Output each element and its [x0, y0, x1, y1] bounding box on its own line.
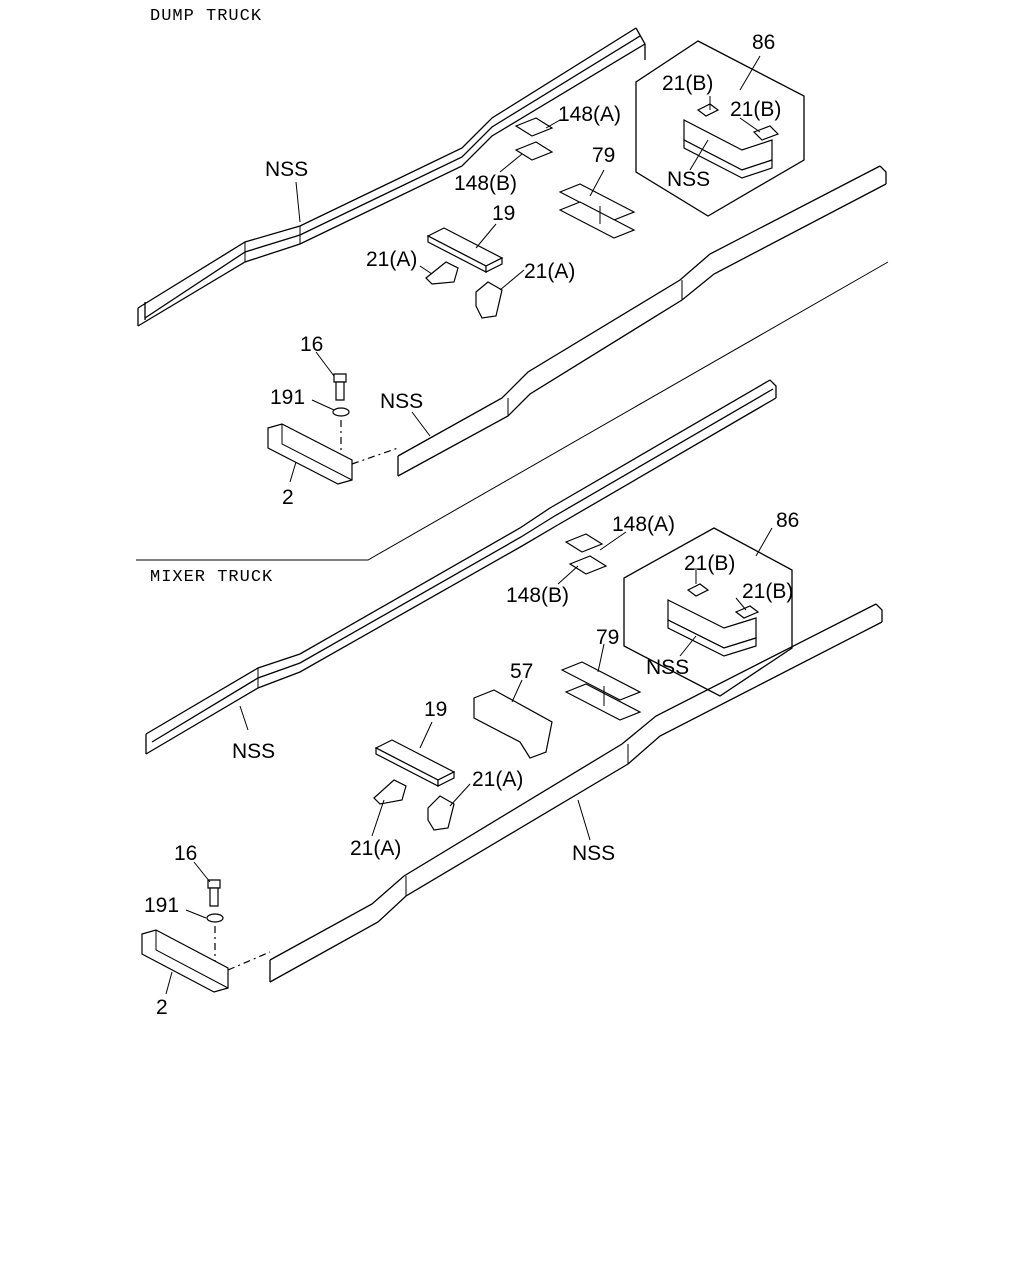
mixer-washer-191 — [206, 913, 224, 923]
dump-bolt-16 — [333, 373, 347, 401]
dump-bracket-link-line — [351, 447, 399, 465]
dump-washer-191 — [332, 407, 350, 417]
mixer-label-21b-2: 21(B) — [742, 580, 793, 603]
dump-inset-86 — [635, 40, 805, 217]
dump-crossmember-19 — [426, 227, 504, 273]
mixer-label-148a: 148(A) — [612, 513, 675, 536]
dump-truck-section: DUMP TRUCK — [137, 7, 887, 509]
mixer-plates-148 — [564, 533, 608, 575]
dump-plates-148 — [514, 117, 554, 161]
dump-brackets-21a — [425, 261, 503, 319]
dump-label-16: 16 — [300, 333, 323, 356]
dump-plate-79 — [558, 183, 636, 239]
mixer-label-148b: 148(B) — [506, 584, 569, 607]
section-divider-line — [136, 261, 889, 561]
mixer-truck-title: MIXER TRUCK — [150, 568, 273, 587]
mixer-bracket-2 — [141, 929, 229, 993]
dump-label-191: 191 — [270, 386, 305, 409]
dump-label-nss-right-rail: NSS — [380, 390, 423, 413]
mixer-label-nss-left-rail: NSS — [232, 740, 275, 763]
dump-label-148a: 148(A) — [558, 103, 621, 126]
dump-label-21a-right: 21(A) — [524, 260, 575, 283]
mixer-label-nss-right-rail: NSS — [572, 842, 615, 865]
dump-label-21a-left: 21(A) — [366, 248, 417, 271]
mixer-label-21a-right: 21(A) — [472, 768, 523, 791]
dump-leader-lines — [289, 55, 761, 483]
dump-label-86: 86 — [752, 31, 775, 54]
mixer-brackets-21a — [373, 779, 455, 831]
mixer-label-79: 79 — [596, 626, 619, 649]
dump-label-148b: 148(B) — [454, 172, 517, 195]
mixer-label-86: 86 — [776, 509, 799, 532]
mixer-bolt-16 — [207, 879, 221, 907]
mixer-label-191: 191 — [144, 894, 179, 917]
mixer-label-nss-inset: NSS — [646, 656, 689, 679]
mixer-inset-86 — [623, 527, 793, 697]
mixer-leader-lines — [165, 527, 773, 995]
dump-truck-title: DUMP TRUCK — [150, 7, 262, 26]
mixer-label-21b-1: 21(B) — [684, 552, 735, 575]
mixer-label-2: 2 — [156, 996, 168, 1019]
mixer-truck-section: MIXER TRUCK — [141, 379, 883, 1019]
dump-right-frame-rail — [397, 165, 887, 477]
mixer-label-19: 19 — [424, 698, 447, 721]
mixer-plate-79 — [560, 661, 642, 721]
dump-bracket-2 — [267, 423, 353, 485]
dump-left-frame-rail — [137, 27, 646, 327]
mixer-crossmember-19 — [374, 739, 456, 787]
dump-label-21b-1: 21(B) — [662, 72, 713, 95]
mixer-bracket-link-line — [227, 951, 271, 971]
mixer-label-57: 57 — [510, 660, 533, 683]
dump-label-79: 79 — [592, 144, 615, 167]
mixer-left-frame-rail — [145, 379, 777, 755]
dump-label-nss-inset: NSS — [667, 168, 710, 191]
dump-label-19: 19 — [492, 202, 515, 225]
mixer-right-frame-rail — [269, 603, 883, 983]
dump-label-2: 2 — [282, 486, 294, 509]
mixer-label-16: 16 — [174, 842, 197, 865]
dump-label-nss-left-rail: NSS — [265, 158, 308, 181]
mixer-label-21a-left: 21(A) — [350, 837, 401, 860]
dump-label-21b-2: 21(B) — [730, 98, 781, 121]
mixer-plate-57 — [473, 689, 553, 759]
